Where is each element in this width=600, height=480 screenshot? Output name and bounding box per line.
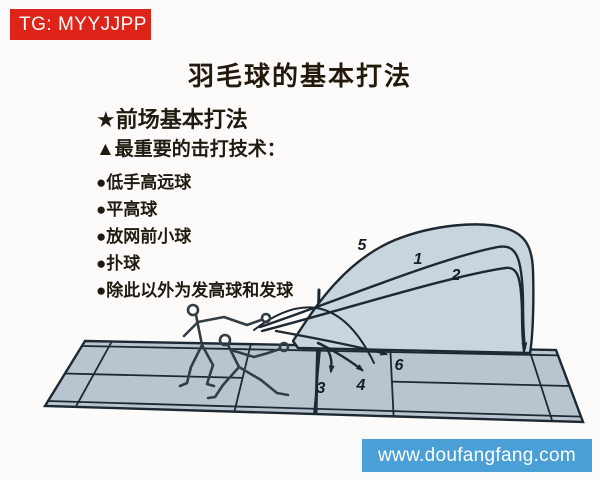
- section-heading: ★前场基本打法: [96, 107, 248, 132]
- trajectory-arc-1: [258, 245, 528, 351]
- trajectory-label-6: 6: [395, 357, 404, 374]
- technique-text-block: ★前场基本打法 ▲最重要的击打技术： ●低手高远球 ●平高球 ●放网前小球 ●扑…: [96, 106, 356, 304]
- trajectory-label-1: 1: [414, 251, 423, 268]
- telegram-watermark: TG: MYYJJPP: [10, 9, 151, 40]
- website-watermark-text: www.doufangfang.com: [378, 445, 576, 466]
- list-item: ●扑球: [96, 254, 141, 273]
- trajectory-arc-6: [274, 329, 389, 356]
- technique-list: ●低手高远球 ●平高球 ●放网前小球 ●扑球 ●除此以外为发高球和发球: [96, 169, 356, 304]
- list-item: ●平高球: [96, 200, 158, 219]
- website-watermark: www.doufangfang.com: [362, 439, 592, 472]
- trajectory-arc-4: [316, 341, 364, 372]
- incoming-shuttle-arc: [253, 306, 375, 364]
- list-item: ●除此以外为发高球和发球: [96, 281, 294, 300]
- trajectory-label-4: 4: [356, 377, 366, 394]
- trajectory-label-5: 5: [358, 237, 368, 254]
- list-item: ●低手高远球: [96, 173, 192, 192]
- trajectory-arc-2: [260, 266, 526, 353]
- telegram-watermark-text: TG: MYYJJPP: [19, 14, 147, 35]
- player-figure-back: [178, 303, 272, 388]
- trajectory-label-2: 2: [451, 267, 461, 284]
- badminton-court: [42, 339, 585, 424]
- player-figure-front: [206, 333, 290, 400]
- page-title: 羽毛球的基本打法: [187, 61, 412, 91]
- list-item: ●放网前小球: [96, 227, 192, 246]
- section-subheading: ▲最重要的击打技术：: [96, 139, 286, 160]
- trajectory-label-3: 3: [317, 380, 326, 397]
